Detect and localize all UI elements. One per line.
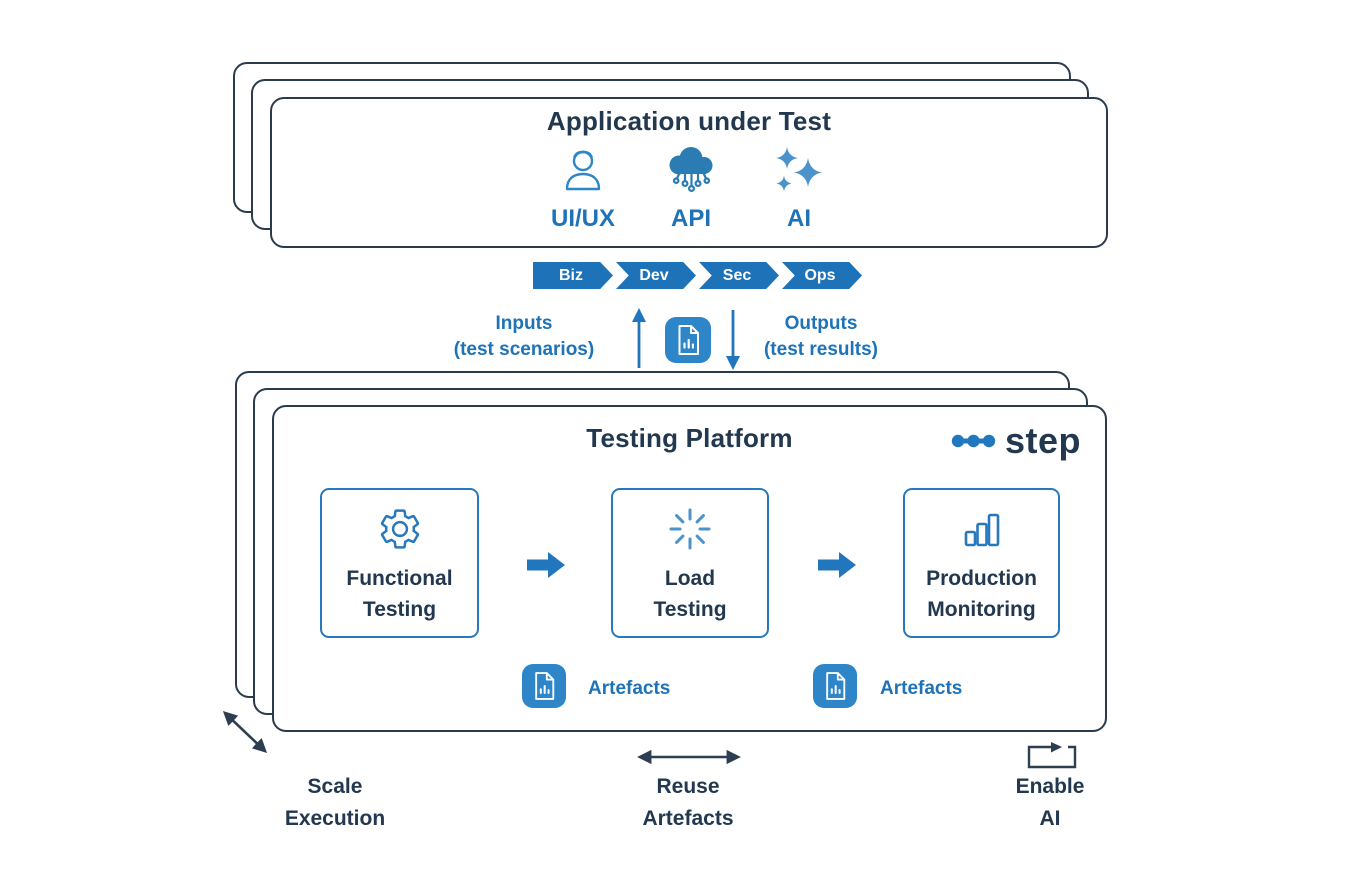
chevron-biz: Biz: [533, 262, 613, 289]
flow-arrow-icon: [818, 552, 856, 578]
chevron-ops: Ops: [782, 262, 862, 289]
artefact-document-icon: [665, 317, 711, 363]
reuse-artefacts-label: Reuse Artefacts: [642, 775, 734, 830]
load-testing-box: Load Testing: [611, 488, 769, 638]
flow-arrow-icon: [527, 552, 565, 578]
functional-testing-label: Functional Testing: [346, 567, 453, 621]
inputs-label: Inputs (test scenarios): [418, 311, 630, 363]
load-testing-label: Load Testing: [653, 567, 727, 621]
inputs-subtitle: (test scenarios): [453, 339, 595, 360]
api-label: API: [670, 205, 711, 232]
loop-arrow-icon: [1027, 742, 1077, 769]
down-arrow-icon: [726, 310, 740, 370]
artefacts-label: Artefacts: [588, 678, 671, 699]
chevron-sec: Sec: [699, 262, 779, 289]
spinner-icon: [667, 505, 713, 553]
bar-chart-icon: [959, 505, 1005, 553]
outputs-label: Outputs (test results): [737, 311, 905, 363]
step-logo: step: [950, 420, 1081, 462]
production-monitoring-box: Production Monitoring: [903, 488, 1060, 638]
gear-icon: [377, 505, 423, 553]
step-logo-text: step: [1005, 420, 1082, 461]
inputs-title: Inputs: [495, 313, 553, 334]
cloud-api-icon: [669, 147, 713, 192]
production-monitoring-label: Production Monitoring: [926, 567, 1037, 621]
outputs-title: Outputs: [784, 313, 858, 334]
user-icon: [565, 150, 601, 191]
artefacts-label: Artefacts: [880, 678, 963, 699]
horizontal-double-arrow-icon: [637, 749, 741, 765]
diagonal-double-arrow-icon: [222, 711, 268, 753]
ai-label: AI: [787, 205, 811, 232]
chevron-dev: Dev: [616, 262, 696, 289]
bizdevsecops-ribbon: Biz Dev Sec Ops: [533, 262, 862, 289]
platform-title: Testing Platform: [586, 423, 793, 453]
up-arrow-icon: [632, 308, 646, 368]
uiux-label: UI/UX: [550, 205, 615, 232]
step-logo-dots-icon: [951, 434, 996, 448]
artefact-document-icon: [813, 664, 857, 708]
enable-ai-label: Enable AI: [1015, 775, 1085, 830]
application-title: Application under Test: [546, 106, 832, 136]
scale-execution-label: Scale Execution: [284, 775, 386, 830]
artefact-document-icon: [522, 664, 566, 708]
sparkles-icon: [776, 147, 822, 191]
outputs-subtitle: (test results): [763, 339, 879, 360]
functional-testing-box: Functional Testing: [320, 488, 479, 638]
